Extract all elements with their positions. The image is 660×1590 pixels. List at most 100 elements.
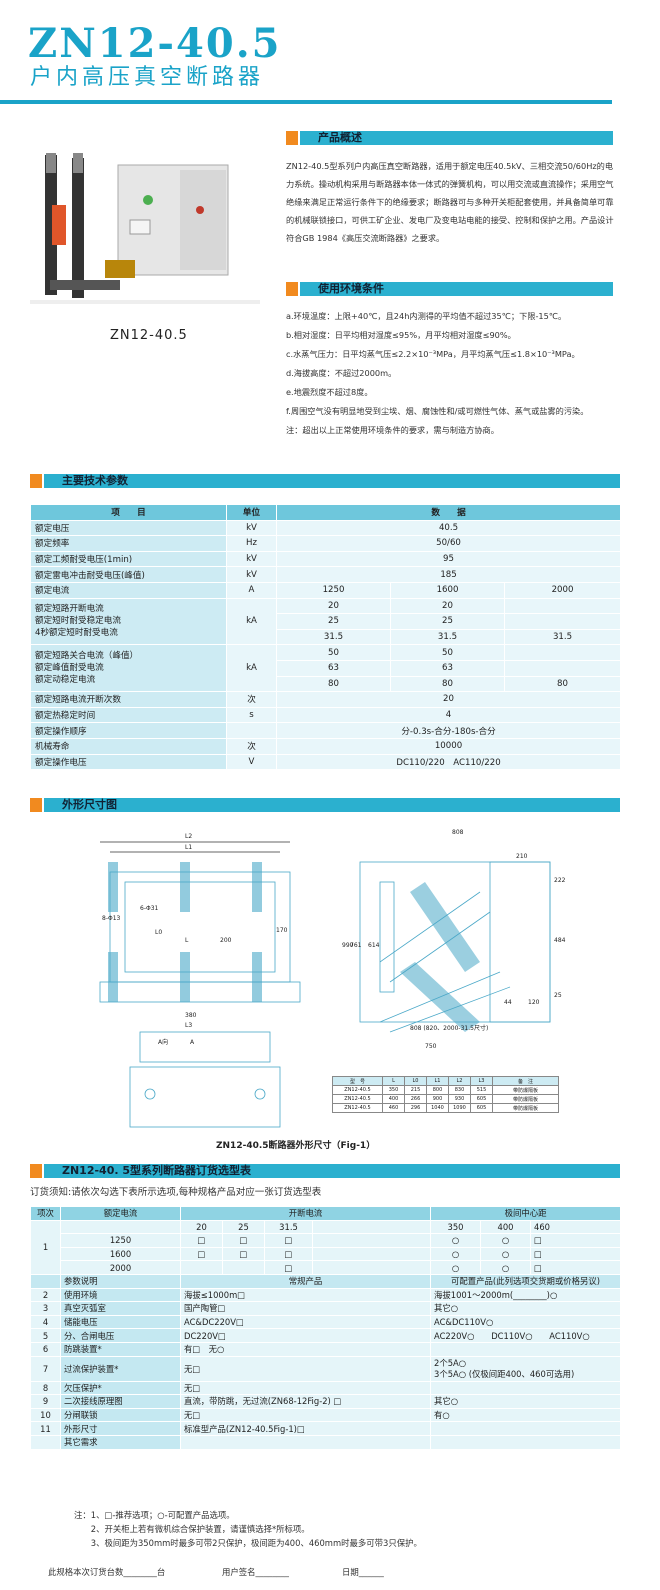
order-checkbox[interactable]: □	[222, 1233, 265, 1248]
spec-unit: kV	[226, 566, 277, 583]
date-field[interactable]: 日期______	[342, 1567, 384, 1577]
order-param-name: 其它需求	[60, 1434, 181, 1450]
order-std-option[interactable]: 国产陶管□	[180, 1301, 431, 1316]
spec-value: 25	[276, 613, 391, 630]
order-th: 350	[430, 1219, 481, 1235]
env-note: 注：超出以上正常使用环境条件的要求，需与制造方协商。	[286, 425, 499, 435]
spec-value: 185	[275, 566, 622, 583]
order-opt-option[interactable]: 3个5A○ (仅极间距400、460可选用)	[434, 1368, 575, 1379]
order-checkbox[interactable]: □	[180, 1233, 223, 1248]
order-instruction: 订货须知:请依次勾选下表所示选项,每种规格产品对应一张订货选型表	[30, 1187, 322, 1198]
order-std-option[interactable]	[180, 1434, 431, 1450]
dim-th: L1	[426, 1076, 449, 1086]
spec-value: 50/60	[275, 535, 622, 552]
order-checkbox[interactable]	[222, 1260, 265, 1275]
order-item-no: 5	[30, 1328, 61, 1343]
spec-item: 额定短时耐受稳定电流	[35, 616, 121, 627]
note-line: 2、开关柜上若有微机综合保护装置，请谨慎选择*所标项。	[74, 1524, 310, 1534]
dim-td: 296	[404, 1103, 427, 1113]
section-accent	[30, 1164, 42, 1178]
order-radio[interactable]: ○	[430, 1246, 481, 1262]
order-top-header: 项次 额定电流 开断电流 极间中心距	[30, 1206, 622, 1221]
dim-label: 222	[554, 877, 566, 884]
env-list: a.环境温度：上限+40℃，且24h内测得的平均值不超过35℃；下限-15℃。 …	[286, 307, 616, 440]
order-opt-option[interactable]	[429, 1380, 622, 1396]
order-opt-option[interactable]	[429, 1434, 622, 1450]
dim-td: 1040	[426, 1103, 449, 1113]
dim-td: 605	[470, 1103, 493, 1113]
order-checkbox[interactable]: □	[180, 1246, 223, 1262]
dim-label: L3	[185, 1022, 192, 1029]
dim-td: 900	[426, 1094, 449, 1104]
order-current-row: 1600 □ □ □ ○ ○ □	[30, 1246, 622, 1262]
order-checkbox[interactable]	[180, 1260, 223, 1275]
order-param-name: 过流保护装置*	[60, 1355, 181, 1382]
order-opt-option[interactable]	[429, 1421, 622, 1436]
order-th: 极间中心距	[429, 1206, 622, 1221]
spec-row: 额定短路关合电流（峰值） 额定峰值耐受电流 额定动稳定电流 kA 50 50	[30, 644, 622, 693]
dim-label: 8-Φ13	[102, 915, 121, 922]
order-std-option[interactable]: 有□ 无○	[180, 1341, 431, 1357]
dim-td: 830	[448, 1085, 471, 1095]
order-std-option[interactable]: 无□	[180, 1380, 431, 1396]
order-item-no: 9	[30, 1394, 61, 1409]
dim-label: L	[185, 937, 189, 944]
order-opt-option[interactable]: 海拔1001～2000m(________)○	[429, 1287, 622, 1303]
order-item-no: 4	[30, 1314, 61, 1330]
order-std-option[interactable]: AC&DC220V□	[180, 1314, 431, 1330]
order-radio[interactable]: ○	[480, 1233, 531, 1248]
order-std-option[interactable]: 直流，带防跳，无过流(ZN68-12Fig-2) □	[180, 1394, 431, 1409]
user-signature-field[interactable]: 用户签名________	[222, 1567, 289, 1577]
spec-unit: V	[226, 753, 277, 771]
photo-caption: ZN12-40.5	[110, 328, 188, 343]
order-checkbox[interactable]: □	[264, 1246, 313, 1262]
order-opt-option[interactable]: 其它○	[429, 1394, 622, 1409]
spec-value: 20	[276, 597, 391, 615]
spec-unit: kA	[226, 644, 277, 693]
spec-item: 额定短路关合电流（峰值）	[35, 651, 139, 662]
dim-th: L0	[404, 1076, 427, 1086]
order-opt-option[interactable]	[429, 1341, 622, 1357]
spec-value: 20	[390, 597, 505, 615]
order-checkbox[interactable]: □	[222, 1246, 265, 1262]
spec-unit: A	[226, 581, 277, 599]
order-std-option[interactable]: 无□	[180, 1355, 431, 1382]
spec-heading: 主要技术参数	[62, 474, 128, 487]
order-radio[interactable]: ○	[430, 1233, 481, 1248]
page-title: ZN12-40.5	[28, 20, 282, 67]
dim-label: 120	[528, 999, 540, 1006]
order-param-row: 其它需求	[30, 1434, 622, 1450]
dim-label: L2	[185, 833, 192, 840]
order-opt-option[interactable]: 2个5A○	[434, 1357, 467, 1368]
order-radio[interactable]: ○	[480, 1246, 531, 1262]
dim-td: 400	[382, 1094, 405, 1104]
spec-item-group: 额定短路开断电流 额定短时耐受稳定电流 4秒额定短时耐受电流	[30, 597, 227, 646]
env-item: d.海拔高度：不超过2000m。	[286, 368, 397, 378]
dim-td: 460	[382, 1103, 405, 1113]
order-checkbox[interactable]: □	[529, 1246, 622, 1262]
order-checkbox[interactable]: □	[264, 1233, 313, 1248]
order-opt-option[interactable]: 其它○	[429, 1301, 622, 1316]
overview-header-bar	[300, 131, 613, 145]
order-std-option[interactable]: 标准型产品(ZN12-40.5Fig-1)□	[180, 1421, 431, 1436]
spec-value: 40.5	[275, 519, 622, 537]
env-item: b.相对湿度：日平均相对湿度≤95%，月平均相对湿度≤90%。	[286, 330, 516, 340]
order-std-option[interactable]: DC220V□	[180, 1328, 431, 1343]
order-radio[interactable]: ○	[430, 1260, 481, 1275]
spec-value: 1600	[390, 581, 505, 599]
env-heading: 使用环境条件	[318, 282, 384, 295]
order-checkbox[interactable]: □	[529, 1233, 622, 1248]
order-qty-field[interactable]: 此规格本次订货台数________台	[48, 1567, 166, 1577]
order-checkbox[interactable]: □	[529, 1260, 622, 1275]
order-opt-option[interactable]: 有○	[429, 1407, 622, 1423]
order-opt-option[interactable]: AC&DC110V○	[429, 1314, 622, 1330]
dim-td: 带防爆隔板	[492, 1103, 559, 1113]
order-opt-option[interactable]: AC220V○ DC110V○ AC110V○	[429, 1328, 622, 1343]
order-radio[interactable]: ○	[480, 1260, 531, 1275]
order-checkbox[interactable]: □	[264, 1260, 313, 1275]
spec-row: 80 80 80	[31, 675, 622, 693]
order-std-option[interactable]: 无□	[180, 1407, 431, 1423]
order-std-option[interactable]: 海拔≤1000m□	[180, 1287, 431, 1303]
